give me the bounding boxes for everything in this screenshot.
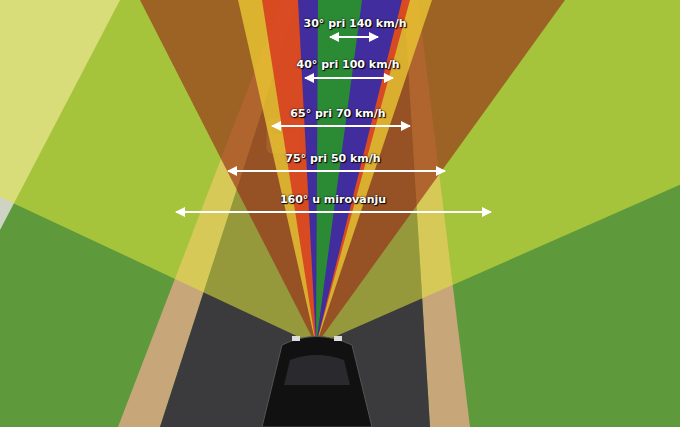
cone-65-edge <box>238 0 432 345</box>
own-car <box>262 336 372 427</box>
speed-angle-label: 75° pri 50 km/h <box>285 152 380 165</box>
cone-40 <box>298 0 402 345</box>
cone-160 <box>0 0 680 345</box>
speed-angle-label: 30° pri 140 km/h <box>304 17 407 30</box>
speed-angle-label: 160° u mirovanju <box>280 193 386 206</box>
cone-30 <box>316 0 362 345</box>
cone-65 <box>262 0 410 345</box>
width-arrows <box>176 37 491 212</box>
speed-angle-label: 65° pri 70 km/h <box>290 107 385 120</box>
cone-75 <box>140 0 565 345</box>
speed-angle-label: 40° pri 100 km/h <box>297 58 400 71</box>
